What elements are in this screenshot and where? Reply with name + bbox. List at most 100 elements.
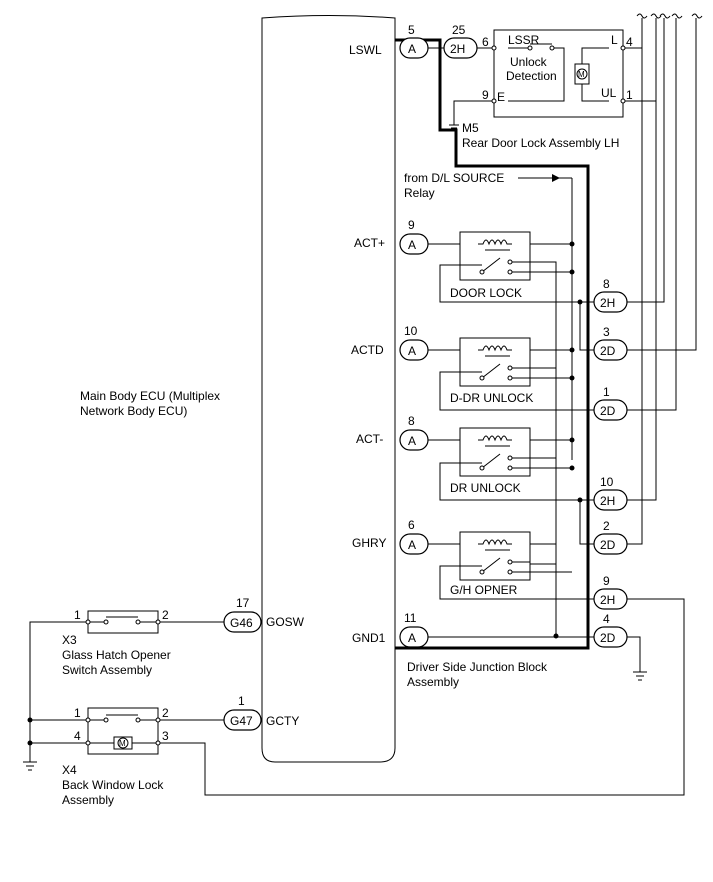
connector-2h-25: 2H 25 bbox=[443, 23, 478, 59]
rear-door-pin6: 6 bbox=[482, 35, 489, 49]
svg-text:G47: G47 bbox=[230, 714, 253, 728]
x3-switch-assembly: 1 2 bbox=[74, 608, 169, 634]
x4-name-line2: Assembly bbox=[62, 793, 114, 807]
svg-text:2H: 2H bbox=[600, 494, 615, 508]
connector-g46-17: G46 17 bbox=[223, 596, 262, 633]
pin-label-act-plus: ACT+ bbox=[354, 236, 385, 250]
connector-a-5: A 5 bbox=[399, 23, 429, 59]
wire-break-marks bbox=[636, 13, 703, 19]
connector-2d-2: 2D 2 bbox=[593, 519, 628, 555]
svg-text:5: 5 bbox=[408, 23, 415, 37]
x4-back-window-lock: M 1 2 4 3 bbox=[74, 706, 169, 755]
svg-text:2D: 2D bbox=[600, 538, 616, 552]
svg-text:1: 1 bbox=[74, 608, 81, 622]
svg-text:2: 2 bbox=[162, 706, 169, 720]
ecu-outline bbox=[261, 15, 396, 763]
rear-door-l: L bbox=[611, 33, 618, 47]
x4-code: X4 bbox=[62, 763, 77, 777]
svg-text:A: A bbox=[408, 631, 416, 645]
pin-label-gcty: GCTY bbox=[266, 714, 299, 728]
pin-label-gnd1: GND1 bbox=[352, 631, 386, 645]
x3-code: X3 bbox=[62, 633, 77, 647]
rear-door-pin4: 4 bbox=[626, 35, 633, 49]
rear-door-code: M5 bbox=[462, 121, 479, 135]
rear-door-unlock-line1: Unlock bbox=[510, 55, 548, 69]
svg-text:1: 1 bbox=[603, 385, 610, 399]
rear-door-pin1: 1 bbox=[626, 88, 633, 102]
connector-2d-1: 2D 1 bbox=[593, 385, 628, 421]
relay-ddr-unlock-label: D-DR UNLOCK bbox=[450, 391, 533, 405]
junction-dots bbox=[27, 241, 583, 746]
svg-text:2: 2 bbox=[162, 608, 169, 622]
connector-2h-10: 2H 10 bbox=[593, 475, 628, 511]
x3-name-line1: Glass Hatch Opener bbox=[62, 648, 171, 662]
rear-door-lock-assembly: LSSR E L UL 6 9 4 1 Unlock Detection M bbox=[482, 29, 633, 118]
ecu-title-line1: Main Body ECU (Multiplex bbox=[80, 389, 220, 403]
svg-text:2D: 2D bbox=[600, 404, 616, 418]
svg-text:A: A bbox=[408, 238, 416, 252]
ground-icon-left bbox=[23, 761, 37, 771]
svg-text:4: 4 bbox=[74, 729, 81, 743]
svg-text:3: 3 bbox=[603, 325, 610, 339]
svg-text:2H: 2H bbox=[600, 593, 615, 607]
svg-text:17: 17 bbox=[236, 596, 250, 610]
junction-name-line1: Driver Side Junction Block bbox=[407, 660, 548, 674]
connector-a-9: A 9 bbox=[399, 218, 429, 255]
connector-a-11: A 11 bbox=[399, 611, 429, 648]
svg-text:10: 10 bbox=[404, 324, 418, 338]
svg-text:2: 2 bbox=[603, 519, 610, 533]
svg-text:1: 1 bbox=[238, 694, 245, 708]
svg-text:2D: 2D bbox=[600, 631, 616, 645]
svg-text:A: A bbox=[408, 538, 416, 552]
svg-text:1: 1 bbox=[74, 706, 81, 720]
svg-text:A: A bbox=[408, 42, 416, 56]
junction-block-outline bbox=[395, 38, 590, 650]
svg-text:8: 8 bbox=[603, 277, 610, 291]
connector-2h-8: 2H 8 bbox=[593, 277, 628, 313]
svg-text:G46: G46 bbox=[230, 616, 253, 630]
svg-text:6: 6 bbox=[408, 518, 415, 532]
ground-icon-junction bbox=[633, 671, 647, 681]
relay-ddr-unlock bbox=[459, 337, 531, 387]
connector-g47-1: G47 1 bbox=[223, 694, 262, 731]
svg-text:10: 10 bbox=[600, 475, 614, 489]
relay-dr-unlock-label: DR UNLOCK bbox=[450, 481, 521, 495]
relay-gh-opener bbox=[459, 531, 572, 581]
svg-text:A: A bbox=[408, 434, 416, 448]
pin-label-act-minus: ACT- bbox=[356, 432, 383, 446]
connector-2d-4: 2D 4 bbox=[593, 612, 628, 648]
pin-label-actd: ACTD bbox=[351, 343, 384, 357]
svg-text:2H: 2H bbox=[600, 296, 615, 310]
connector-a-10: A 10 bbox=[399, 324, 429, 361]
source-line1: from D/L SOURCE bbox=[404, 171, 504, 185]
svg-text:3: 3 bbox=[162, 729, 169, 743]
connector-a-8: A 8 bbox=[399, 414, 429, 451]
svg-text:11: 11 bbox=[404, 611, 417, 625]
rear-door-name: Rear Door Lock Assembly LH bbox=[462, 136, 619, 150]
svg-text:4: 4 bbox=[603, 612, 610, 626]
ecu-title-line2: Network Body ECU) bbox=[80, 404, 187, 418]
connector-a-6: A 6 bbox=[399, 518, 429, 555]
rear-door-pin9: 9 bbox=[482, 88, 489, 102]
pin-label-lswl: LSWL bbox=[349, 43, 382, 57]
x4-motor-icon: M bbox=[119, 739, 126, 748]
rear-door-unlock-line2: Detection bbox=[506, 69, 557, 83]
svg-text:9: 9 bbox=[603, 574, 610, 588]
x4-name-line1: Back Window Lock bbox=[62, 778, 164, 792]
relay-dr-unlock bbox=[459, 427, 531, 477]
junction-name-line2: Assembly bbox=[407, 675, 459, 689]
relay-door-lock-label: DOOR LOCK bbox=[450, 286, 522, 300]
svg-text:2D: 2D bbox=[600, 344, 616, 358]
rear-door-e: E bbox=[497, 90, 505, 104]
svg-text:9: 9 bbox=[408, 218, 415, 232]
ground-icon-m5 bbox=[449, 124, 459, 132]
rear-door-motor-icon: M bbox=[578, 70, 585, 79]
relay-door-lock bbox=[459, 231, 531, 281]
source-line2: Relay bbox=[404, 186, 435, 200]
svg-text:A: A bbox=[408, 344, 416, 358]
connector-2d-3: 2D 3 bbox=[593, 325, 628, 361]
relay-gh-opener-label: G/H OPNER bbox=[450, 583, 518, 597]
pin-label-ghry: GHRY bbox=[352, 536, 386, 550]
rear-door-ul: UL bbox=[601, 86, 617, 100]
